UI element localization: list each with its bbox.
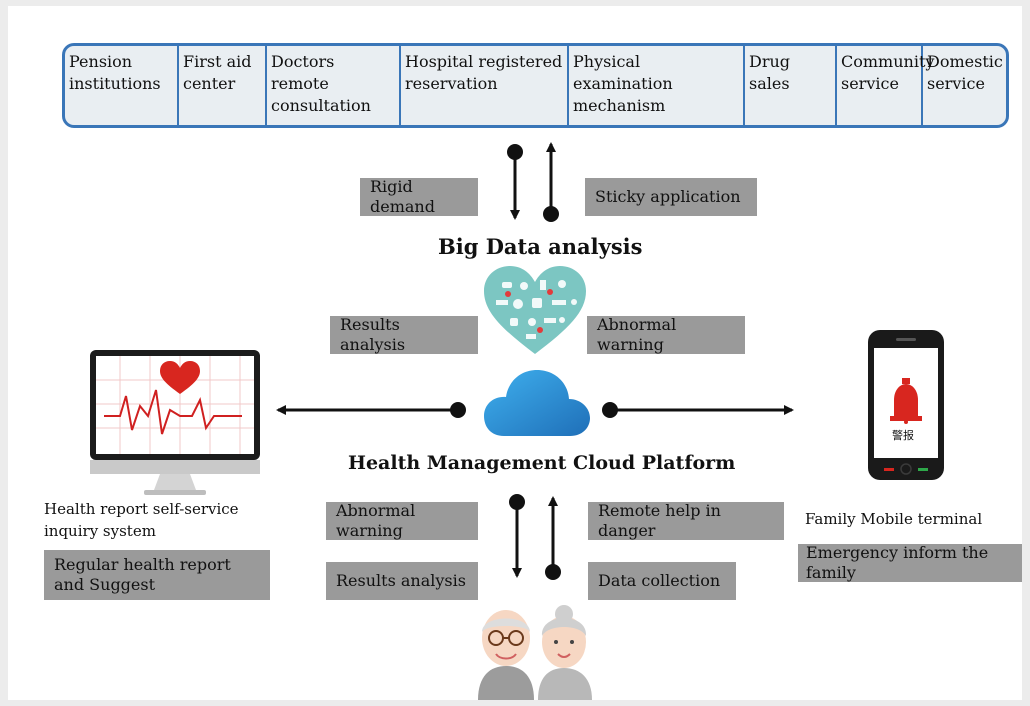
elderly-couple-icon: [478, 605, 592, 700]
service-physical-examination: Physical examination mechanism: [569, 46, 745, 125]
cloud-to-phone-arrow: [602, 402, 794, 418]
service-drug-sales: Drug sales: [745, 46, 837, 125]
abnormal-warning-label-bottom: Abnormal warning: [326, 501, 478, 540]
bottom-down-arrow: [509, 494, 525, 578]
results-analysis-label-top: Results analysis: [330, 315, 478, 354]
diagram-canvas: Pension institutions First aid center Do…: [8, 6, 1022, 700]
connector-arrows: [276, 142, 794, 580]
remote-help-label: Remote help in danger: [588, 501, 784, 540]
regular-health-report-box: Regular health report and Suggest: [44, 550, 270, 600]
service-community: Community service: [837, 46, 934, 125]
cloud-platform-title: Health Management Cloud Platform: [348, 452, 736, 474]
medical-heart-icon: [484, 266, 586, 354]
cloud-to-monitor-arrow: [276, 402, 466, 418]
phone-alarm-text: 警报: [892, 429, 914, 442]
bottom-up-arrow: [545, 496, 561, 580]
family-mobile-terminal-title: Family Mobile terminal: [805, 510, 983, 528]
data-collection-label: Data collection: [588, 562, 736, 600]
results-analysis-label-bottom: Results analysis: [326, 562, 478, 600]
service-first-aid: First aid center: [179, 46, 267, 125]
big-data-title: Big Data analysis: [438, 234, 643, 259]
cloud-icon: [484, 370, 590, 436]
service-pension: Pension institutions: [65, 46, 179, 125]
service-remote-consultation: Doctors remote consultation: [267, 46, 401, 125]
abnormal-warning-label-top: Abnormal warning: [587, 315, 745, 354]
service-hospital-reservation: Hospital registered reservation: [401, 46, 569, 125]
sticky-application-label: Sticky application: [585, 178, 757, 216]
health-report-system-title: Health report self-service inquiry syste…: [44, 500, 239, 540]
service-domestic: Domestic service: [927, 52, 1003, 93]
services-bar: Pension institutions First aid center Do…: [62, 43, 1009, 128]
top-down-arrow: [507, 144, 523, 220]
mobile-phone-alarm-icon: [868, 330, 944, 480]
rigid-demand-label: Rigid demand: [360, 177, 478, 216]
monitor-ecg-icon: [90, 350, 260, 495]
emergency-inform-box: Emergency inform the family: [798, 543, 1022, 582]
top-up-arrow: [543, 142, 559, 222]
